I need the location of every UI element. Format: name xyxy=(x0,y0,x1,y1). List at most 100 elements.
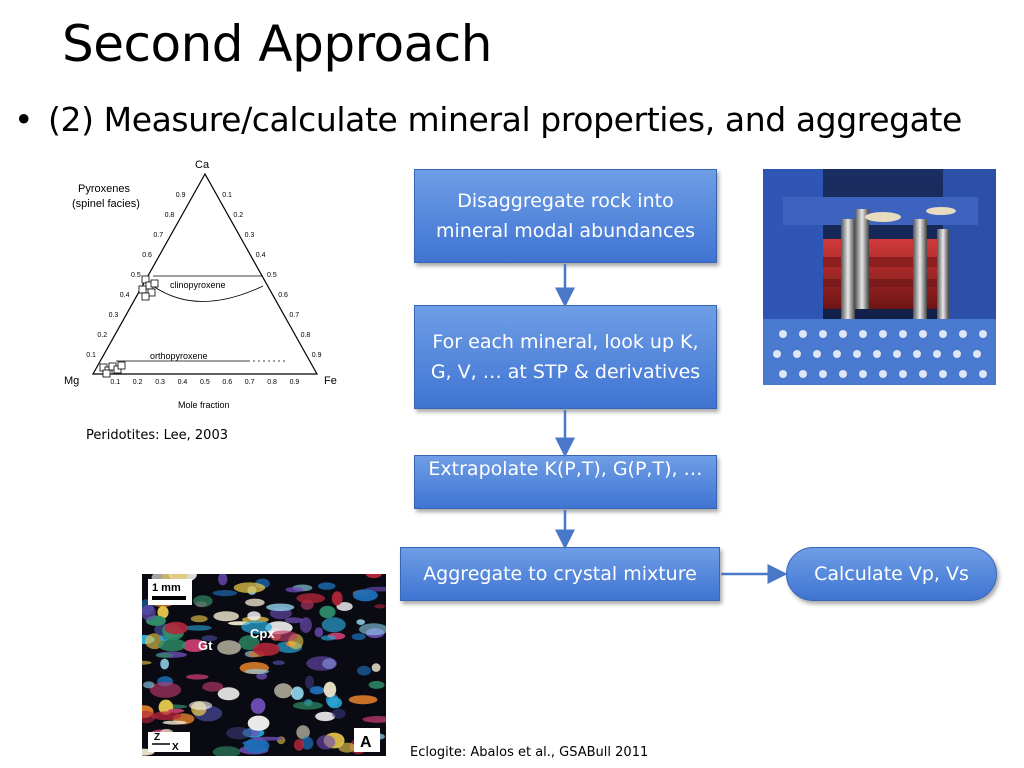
mineral-grain xyxy=(362,716,386,723)
ternary-outline xyxy=(91,172,319,375)
mineral-grain xyxy=(217,640,241,655)
ternary-tick-left: 0.7 xyxy=(153,232,163,239)
mineral-grain xyxy=(213,611,239,622)
mineral-grain xyxy=(162,720,187,725)
mineral-grain xyxy=(296,725,310,740)
mineral-grain xyxy=(252,642,280,656)
ternary-apex-fe: Fe xyxy=(324,375,337,387)
pyroxene-ternary-diagram: Pyroxenes (spinel facies) Ca Mg Fe clino… xyxy=(64,159,337,410)
mineral-grain xyxy=(233,582,266,593)
mineral-grain xyxy=(247,715,270,731)
ternary-tick-bottom: 0.8 xyxy=(267,379,277,386)
ternary-tick-bottom: 0.3 xyxy=(155,379,165,386)
mineral-grain xyxy=(251,736,283,741)
mineral-grain xyxy=(202,681,224,692)
mineral-grain xyxy=(309,686,325,695)
mineral-grain xyxy=(190,615,208,623)
ternary-tick-left: 0.9 xyxy=(176,192,186,199)
ternary-tick-right: 0.6 xyxy=(278,292,288,299)
mineral-grain xyxy=(319,605,336,619)
slide-title: Second Approach xyxy=(62,15,492,73)
mineral-grain xyxy=(226,726,252,740)
mineral-grain xyxy=(285,587,304,593)
mineral-grain xyxy=(160,658,169,670)
mineral-grain xyxy=(269,630,298,642)
ternary-tick-right: 0.2 xyxy=(233,212,243,219)
bullet-text: (2) Measure/calculate mineral properties… xyxy=(48,100,962,139)
mineral-grain xyxy=(323,681,337,698)
mineral-grain xyxy=(250,698,266,714)
ternary-tick-right: 0.5 xyxy=(267,272,277,279)
flow-step-calculate: Calculate Vp, Vs xyxy=(786,547,997,601)
mineral-grain xyxy=(212,590,238,597)
bullet-point: • (2) Measure/calculate mineral propertie… xyxy=(14,100,962,139)
mineral-grain xyxy=(301,736,314,750)
mineral-grain xyxy=(316,735,336,750)
mineral-grain xyxy=(151,711,182,721)
mineral-grain xyxy=(186,674,209,680)
mineral-grain xyxy=(149,682,182,698)
mineral-grain xyxy=(284,617,304,624)
ternary-field-opx: orthopyroxene xyxy=(150,351,208,361)
ternary-title-1: Pyroxenes xyxy=(78,183,130,195)
ternary-tick-right: 0.9 xyxy=(312,352,322,359)
ternary-xlabel: Mole fraction xyxy=(178,400,230,410)
mineral-grain xyxy=(356,619,365,625)
mineral-grain xyxy=(359,623,386,636)
mineral-grain xyxy=(218,574,228,586)
ternary-tick-bottom: 0.6 xyxy=(222,379,232,386)
mineral-grain xyxy=(158,638,187,652)
mineral-grain xyxy=(247,611,261,621)
bullet-dot-icon: • xyxy=(14,100,34,139)
mineral-grain xyxy=(368,680,385,689)
mineral-grain xyxy=(201,635,218,642)
mineral-grain xyxy=(299,617,312,633)
mineral-grain xyxy=(291,686,304,700)
mineral-grain xyxy=(332,708,346,719)
ternary-tick-bottom: 0.4 xyxy=(178,379,188,386)
ternary-tick-left: 0.8 xyxy=(165,212,175,219)
mineral-grain xyxy=(351,633,366,641)
ternary-clinopyroxene-lower-curve xyxy=(152,285,264,302)
ternary-tick-left: 0.6 xyxy=(142,252,152,259)
ternary-tick-bottom: 0.2 xyxy=(133,379,143,386)
mineral-grain xyxy=(317,582,336,590)
mineral-grain xyxy=(366,574,382,579)
mineral-grain xyxy=(142,660,152,665)
mineral-grain xyxy=(371,663,381,672)
mineral-grain xyxy=(266,603,295,612)
mineral-grain xyxy=(242,740,267,746)
micrograph-grains xyxy=(142,574,386,756)
mineral-grain xyxy=(272,660,285,665)
mineral-grain xyxy=(321,617,346,633)
caption-eclogite: Eclogite: Abalos et al., GSABull 2011 xyxy=(410,745,649,760)
mineral-grain xyxy=(293,739,305,751)
mineral-grain xyxy=(189,701,213,710)
flow-step-extrapolate: Extrapolate K(P,T), G(P,T), … xyxy=(414,455,717,509)
mineral-grain xyxy=(331,591,343,606)
ternary-tick-left: 0.1 xyxy=(86,352,96,359)
mineral-grain xyxy=(155,652,173,658)
mineral-grain xyxy=(292,701,323,710)
mineral-grain xyxy=(212,746,241,756)
ternary-tick-bottom: 0.7 xyxy=(245,379,255,386)
mineral-grain xyxy=(184,625,212,631)
micrograph-label-gt: Gt xyxy=(198,638,213,653)
mineral-grain xyxy=(193,595,213,607)
ternary-tick-right: 0.3 xyxy=(245,232,255,239)
mineral-grain xyxy=(315,711,336,722)
ternary-tick-bottom: 0.1 xyxy=(110,379,120,386)
mineral-grain xyxy=(314,627,324,638)
mineral-grain xyxy=(374,604,386,609)
ternary-tick-left: 0.2 xyxy=(97,332,107,339)
caption-peridotite: Peridotites: Lee, 2003 xyxy=(86,428,228,443)
ternary-tick-right: 0.7 xyxy=(289,312,299,319)
micrograph-scale-bar xyxy=(152,596,186,600)
mineral-grain xyxy=(305,675,314,689)
ternary-tick-left: 0.5 xyxy=(131,272,141,279)
ternary-field-cpx: clinopyroxene xyxy=(170,280,226,290)
mineral-grain xyxy=(256,672,268,680)
mineral-grain xyxy=(245,598,265,607)
ternary-data-points xyxy=(99,275,159,378)
